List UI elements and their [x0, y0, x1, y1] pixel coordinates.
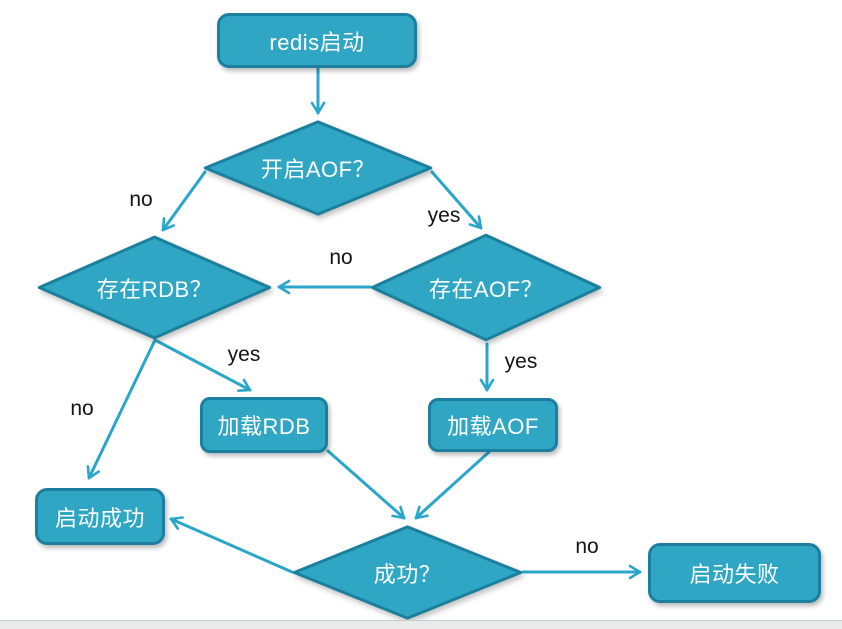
node-load-rdb: 加载RDB	[200, 397, 328, 453]
node-success: 成功？	[292, 525, 523, 620]
edge-label-enable-aof-yes: yes	[427, 204, 461, 227]
diamond-shape	[37, 235, 272, 340]
edge-label-enable-aof-no: no	[129, 188, 153, 211]
diamond-shape	[370, 233, 602, 342]
node-load-aof: 加载AOF	[428, 398, 558, 452]
node-label: 启动失败	[689, 562, 780, 587]
diamond-shape	[292, 525, 523, 620]
edge-load-rdb-to-success	[326, 449, 406, 520]
node-enable-aof: 开启AOF？	[203, 120, 433, 216]
node-label: 加载AOF	[447, 414, 539, 439]
edge-enable-aof-to-aof-exists	[430, 170, 483, 230]
diamond-shape	[203, 120, 433, 216]
node-aof-exists: 存在AOF？	[370, 233, 602, 342]
node-label: 存在AOF？	[428, 276, 544, 302]
page-footer-strip	[0, 620, 842, 629]
edge-label-aof-exists-no: no	[329, 246, 353, 269]
edge-label-success-no: no	[575, 535, 599, 558]
edge-enable-aof-to-rdb-exists	[161, 170, 207, 232]
node-label: 开启AOF？	[260, 157, 376, 182]
node-label: 存在RDB？	[96, 276, 213, 302]
edge-label-aof-exists-yes: yes	[504, 350, 538, 373]
edge-success-to-start-success	[169, 516, 294, 574]
edge-label-rdb-exists-yes: yes	[227, 343, 261, 366]
edge-load-aof-to-success	[414, 450, 491, 520]
edge-rdb-exists-to-start-success	[86, 338, 157, 480]
node-label: 成功？	[373, 561, 442, 587]
node-label: 加载RDB	[217, 414, 311, 439]
node-start-fail: 启动失败	[648, 543, 821, 603]
edge-rdb-exists-to-load-rdb	[153, 338, 252, 392]
node-start-success: 启动成功	[35, 488, 165, 545]
node-label: 启动成功	[54, 505, 145, 531]
node-redis-start: redis启动	[217, 13, 417, 68]
node-label: redis启动	[269, 29, 365, 55]
node-rdb-exists: 存在RDB？	[37, 235, 272, 340]
edge-label-rdb-exists-no: no	[70, 397, 94, 420]
